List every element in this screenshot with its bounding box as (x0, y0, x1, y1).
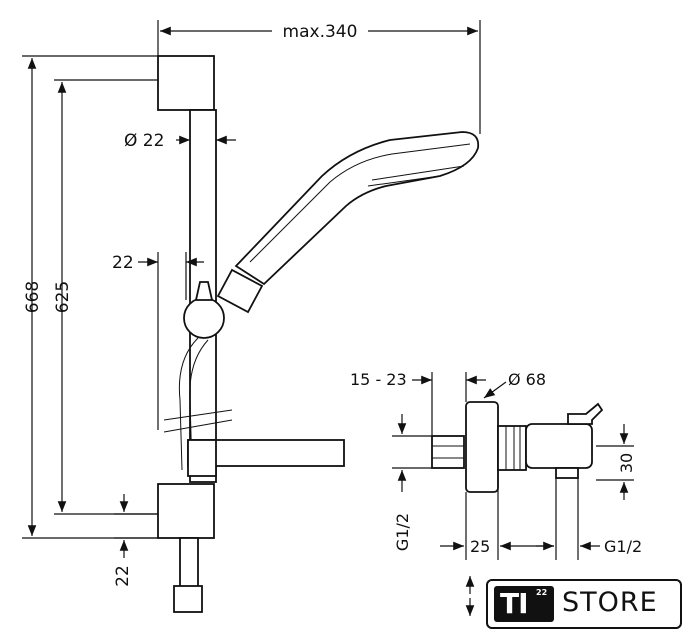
dim-range-15-23: 15 - 23 (350, 370, 486, 436)
dim-thread-left: G1/2 (392, 414, 432, 551)
range-15-23-label: 15 - 23 (350, 370, 407, 389)
dim-height-668: 668 (22, 55, 158, 539)
thread-right-label: G1/2 (604, 537, 642, 556)
escutcheon (465, 401, 499, 493)
dim-height-30: 30 (596, 424, 636, 500)
dim-offset-22-top: 22 (112, 252, 204, 430)
thermostat-mixer (431, 401, 604, 493)
bottom-bracket (157, 483, 215, 539)
logo-badge: TI (494, 586, 554, 622)
height-668-label: 668 (23, 281, 43, 313)
logo-brand-text: TI (500, 587, 529, 620)
holder-knob (183, 297, 225, 339)
shower-holder (216, 268, 264, 314)
store-logo: TI 22 STORE (486, 579, 682, 629)
dim-rail-diameter: Ø 22 (124, 131, 236, 151)
top-bracket (157, 55, 215, 111)
height-30-label: 30 (617, 453, 636, 473)
max-width-label: max.340 (283, 22, 358, 42)
depth-25-label: 25 (470, 537, 490, 556)
escutcheon-diameter-label: Ø 68 (508, 370, 546, 389)
thread-left-label: G1/2 (393, 513, 412, 551)
offset-22-top-label: 22 (112, 253, 134, 273)
mixer-lever (567, 402, 604, 425)
shower-hose (178, 337, 199, 471)
logo-word: STORE (562, 587, 658, 618)
rail-diameter-label: Ø 22 (124, 131, 164, 151)
dim-escutcheon-diameter: Ø 68 (483, 370, 546, 399)
logo-superscript: 22 (536, 588, 548, 597)
offset-22-bottom-label: 22 (113, 565, 133, 587)
dim-offset-22-bottom: 22 (113, 494, 158, 587)
height-625-label: 625 (53, 281, 73, 313)
dim-thread-right: G1/2 (536, 478, 642, 560)
dim-max-340: max.340 (157, 20, 481, 134)
hand-shower (234, 131, 480, 286)
shower-rail-set (157, 55, 480, 613)
